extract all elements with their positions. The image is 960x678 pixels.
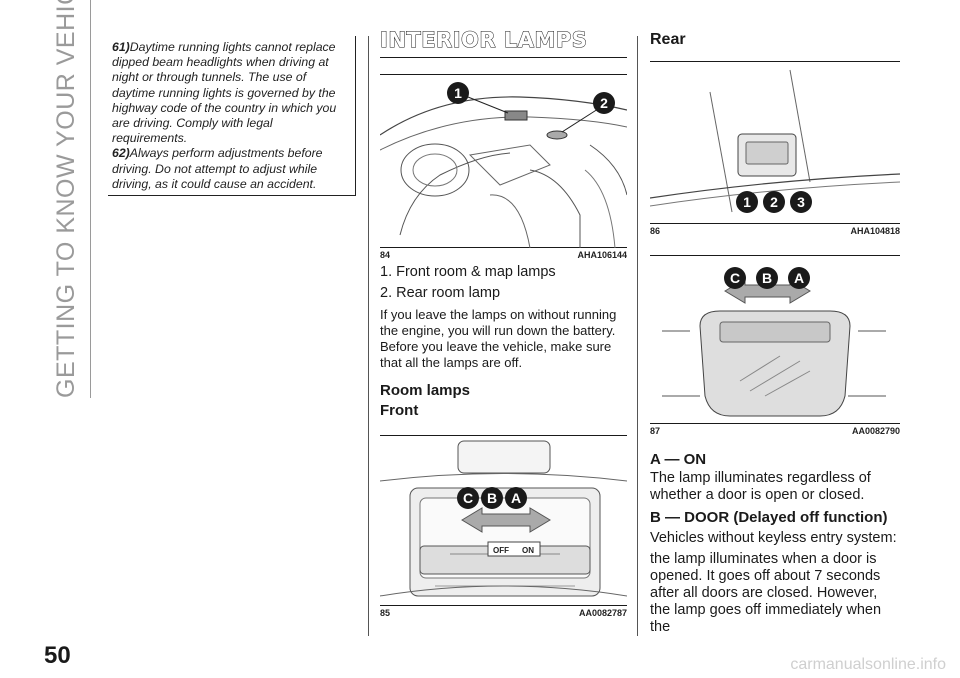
subheading-front: Front [380, 402, 419, 419]
dashboard-illustration: 1 2 [380, 82, 627, 248]
switch-label-off: OFF [493, 546, 509, 555]
figure-caption: 85 AA0082787 [380, 606, 627, 618]
subheading-a-on: A — ON [650, 451, 707, 468]
callout-1: 1 [454, 85, 462, 101]
figure-code: AA0082790 [851, 426, 900, 436]
figure-caption: 86 AHA104818 [650, 224, 900, 236]
paragraph-b-intro: Vehicles without keyless entry system: [650, 530, 897, 546]
front-lamp-illustration: OFF ON C B A [380, 440, 627, 597]
subheading-rear: Rear [650, 31, 686, 48]
note-number: 61) [112, 40, 130, 54]
rear-lamp-location-illustration: 1 2 3 [650, 69, 900, 213]
watermark: carmanualsonline.info [790, 656, 946, 673]
figure-number: 84 [380, 250, 391, 260]
figure-number: 87 [650, 426, 661, 436]
heading-rule [380, 57, 627, 58]
figure-top-rule [650, 61, 900, 62]
figure-87: C B A [650, 256, 900, 424]
figure-85: OFF ON C B A [380, 436, 627, 606]
callout-b: B [487, 490, 497, 506]
note-number: 62) [112, 146, 130, 161]
callout-b: B [762, 270, 772, 286]
figure-caption: 87 AA0082790 [650, 424, 900, 436]
note-text: Daytime running lights cannot replace di… [112, 40, 337, 146]
list-item: 1. Front room & map lamps [380, 264, 556, 280]
subheading-room-lamps: Room lamps [380, 382, 471, 399]
subheading-b-door: B — DOOR (Delayed off function) [650, 509, 888, 526]
callout-a: A [511, 490, 521, 506]
paragraph-b: the lamp illuminates when a door is open… [650, 551, 882, 635]
callout-1: 1 [743, 194, 751, 210]
figure-code: AHA106144 [577, 250, 627, 260]
note-61: 61)Daytime running lights cannot replace… [112, 40, 347, 146]
callout-2: 2 [770, 194, 778, 210]
column-divider [368, 36, 369, 636]
right-column: Rear 1 2 3 86 AHA104818 [650, 30, 900, 636]
figure-86: 1 2 3 [650, 62, 900, 224]
notes-box: 61)Daytime running lights cannot replace… [108, 36, 356, 196]
figure-84: 1 2 [380, 75, 627, 248]
callout-c: C [463, 490, 473, 506]
figure-top-rule [650, 255, 900, 256]
note-62: 62)Always perform adjustments before dri… [112, 146, 347, 192]
switch-label-on: ON [522, 546, 534, 555]
figure-code: AA0082787 [578, 608, 627, 618]
middle-column: INTERIOR LAMPS 1 2 84 AHA106144 1. F [380, 28, 627, 618]
note-text: Always perform adjustments before drivin… [112, 146, 323, 191]
page-number: 50 [44, 642, 71, 669]
side-rule [90, 0, 91, 398]
rear-lamp-switch-illustration: C B A [662, 267, 886, 417]
figure-top-rule [380, 435, 627, 436]
callout-3: 3 [797, 194, 805, 210]
list-item: 2. Rear room lamp [380, 285, 501, 301]
figure-number: 86 [650, 226, 661, 236]
callout-c: C [730, 270, 740, 286]
figure-top-rule [380, 74, 627, 75]
figure-code: AHA104818 [850, 226, 900, 236]
side-section-title: GETTING TO KNOW YOUR VEHICLE [52, 0, 80, 398]
figure-number: 85 [380, 608, 391, 618]
column-divider [637, 36, 638, 636]
callout-2: 2 [600, 95, 608, 111]
section-heading: INTERIOR LAMPS [380, 28, 588, 53]
battery-warning: If you leave the lamps on without runnin… [380, 307, 617, 370]
callout-a: A [794, 270, 804, 286]
paragraph-a: The lamp illuminates regardless of wheth… [650, 470, 871, 503]
figure-caption: 84 AHA106144 [380, 248, 627, 260]
